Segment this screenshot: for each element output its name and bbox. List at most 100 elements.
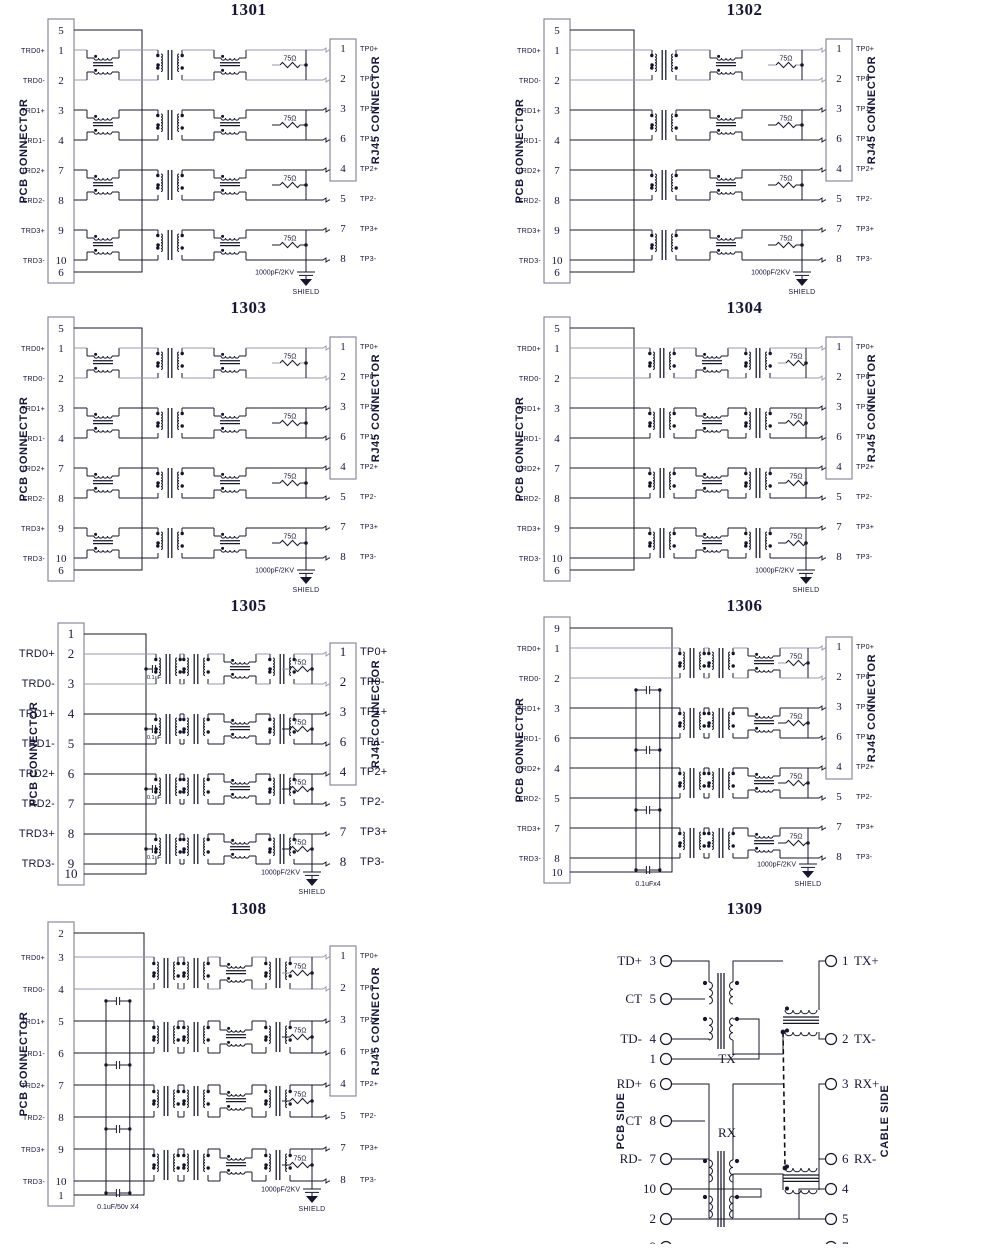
svg-text:PCB CONNECTOR: PCB CONNECTOR — [514, 99, 526, 204]
svg-text:75Ω: 75Ω — [789, 834, 802, 841]
svg-text:4: 4 — [650, 1031, 657, 1046]
svg-text:5: 5 — [58, 1016, 64, 1028]
svg-text:TP0-: TP0- — [856, 672, 873, 681]
svg-text:3: 3 — [836, 103, 842, 115]
svg-text:5: 5 — [58, 25, 64, 37]
svg-text:TRD0+: TRD0+ — [21, 344, 45, 353]
svg-text:TP1-: TP1- — [360, 432, 377, 441]
schematic-panel-1309: 1309 3TD+5CT4TD-16RD+8CT7RD-10291TX+2TX-… — [496, 899, 993, 1252]
svg-text:7: 7 — [836, 223, 842, 235]
svg-text:4: 4 — [836, 461, 842, 473]
svg-text:PCB CONNECTOR: PCB CONNECTOR — [514, 698, 526, 803]
svg-text:TRD0-: TRD0- — [22, 678, 56, 690]
svg-text:CT: CT — [625, 991, 642, 1006]
svg-text:3: 3 — [836, 701, 842, 713]
svg-text:TRD3+: TRD3+ — [21, 1145, 45, 1154]
svg-text:TRD0-: TRD0- — [23, 76, 46, 85]
schematic-title-1305: 1305 — [230, 596, 267, 615]
svg-text:TP1+: TP1+ — [856, 402, 874, 411]
svg-text:TP2+: TP2+ — [856, 462, 874, 471]
svg-text:8: 8 — [340, 1174, 346, 1186]
svg-text:3: 3 — [340, 103, 346, 115]
svg-text:TP2+: TP2+ — [856, 164, 874, 173]
svg-text:RX-: RX- — [854, 1151, 876, 1166]
svg-text:5: 5 — [340, 794, 347, 809]
svg-text:TP3-: TP3- — [856, 552, 873, 561]
svg-text:TRD1-: TRD1- — [519, 734, 542, 743]
svg-text:TRD0-: TRD0- — [519, 674, 542, 683]
svg-text:TP0-: TP0- — [856, 372, 873, 381]
svg-text:TP2-: TP2- — [856, 492, 873, 501]
svg-text:4: 4 — [842, 1181, 849, 1196]
svg-text:TP0+: TP0+ — [360, 342, 378, 351]
svg-text:TRD2+: TRD2+ — [517, 166, 541, 175]
svg-text:TRD2-: TRD2- — [23, 494, 46, 503]
svg-text:TP0+: TP0+ — [856, 44, 874, 53]
svg-text:8: 8 — [650, 1113, 657, 1128]
svg-text:TX-: TX- — [854, 1031, 876, 1046]
svg-text:TP3+: TP3+ — [856, 822, 874, 831]
svg-text:TRD3+: TRD3+ — [517, 524, 541, 533]
svg-text:2: 2 — [554, 673, 560, 685]
svg-text:75Ω: 75Ω — [293, 964, 306, 971]
svg-text:TP0+: TP0+ — [360, 951, 378, 960]
svg-text:2: 2 — [842, 1031, 849, 1046]
svg-text:75Ω: 75Ω — [779, 56, 792, 63]
svg-text:6: 6 — [58, 267, 64, 279]
svg-text:3: 3 — [836, 401, 842, 413]
svg-text:5: 5 — [554, 793, 560, 805]
svg-text:TP1-: TP1- — [856, 432, 873, 441]
svg-text:5: 5 — [340, 1110, 346, 1122]
svg-text:5: 5 — [836, 193, 842, 205]
svg-text:1: 1 — [58, 343, 64, 355]
svg-text:TRD3-: TRD3- — [23, 554, 46, 563]
svg-text:2: 2 — [58, 373, 64, 385]
svg-text:TP0-: TP0- — [360, 372, 377, 381]
schematic-title-1309: 1309 — [726, 899, 763, 918]
svg-text:TRD3+: TRD3+ — [517, 226, 541, 235]
svg-text:5: 5 — [58, 323, 64, 335]
svg-text:9: 9 — [554, 225, 560, 237]
svg-text:10: 10 — [552, 867, 564, 879]
svg-text:TP2+: TP2+ — [360, 462, 378, 471]
svg-text:TRD0-: TRD0- — [519, 374, 542, 383]
svg-text:TP2+: TP2+ — [360, 164, 378, 173]
svg-text:6: 6 — [650, 1076, 657, 1091]
svg-text:1: 1 — [58, 45, 64, 57]
svg-text:75Ω: 75Ω — [779, 236, 792, 243]
svg-text:5: 5 — [340, 193, 346, 205]
svg-text:2: 2 — [836, 371, 842, 383]
svg-text:TP3-: TP3- — [360, 552, 377, 561]
svg-text:75Ω: 75Ω — [293, 1156, 306, 1163]
svg-text:1000pF/2KV: 1000pF/2KV — [261, 1187, 300, 1194]
svg-text:TRD2-: TRD2- — [23, 1113, 46, 1122]
svg-text:6: 6 — [554, 565, 560, 577]
svg-text:7: 7 — [554, 165, 560, 177]
svg-text:9: 9 — [58, 523, 64, 535]
svg-text:0.1uF: 0.1uF — [147, 735, 162, 741]
svg-text:6: 6 — [836, 431, 842, 443]
svg-text:TP3+: TP3+ — [856, 522, 874, 531]
svg-text:1: 1 — [842, 953, 849, 968]
svg-text:3: 3 — [340, 1014, 346, 1026]
svg-text:TP1+: TP1+ — [360, 1015, 378, 1024]
svg-text:TP2-: TP2- — [360, 796, 385, 808]
svg-text:8: 8 — [340, 854, 347, 869]
svg-text:8: 8 — [554, 195, 560, 207]
svg-text:3: 3 — [554, 105, 560, 117]
svg-text:TRD2+: TRD2+ — [21, 1081, 45, 1090]
svg-text:8: 8 — [836, 851, 842, 863]
svg-text:10: 10 — [552, 553, 564, 565]
svg-text:7: 7 — [650, 1151, 657, 1166]
svg-text:4: 4 — [68, 706, 75, 721]
svg-text:TRD1-: TRD1- — [23, 1049, 46, 1058]
svg-text:1000pF/2KV: 1000pF/2KV — [757, 862, 796, 869]
svg-text:TP2-: TP2- — [856, 194, 873, 203]
svg-text:TRD2+: TRD2+ — [517, 464, 541, 473]
svg-text:4: 4 — [58, 984, 64, 996]
